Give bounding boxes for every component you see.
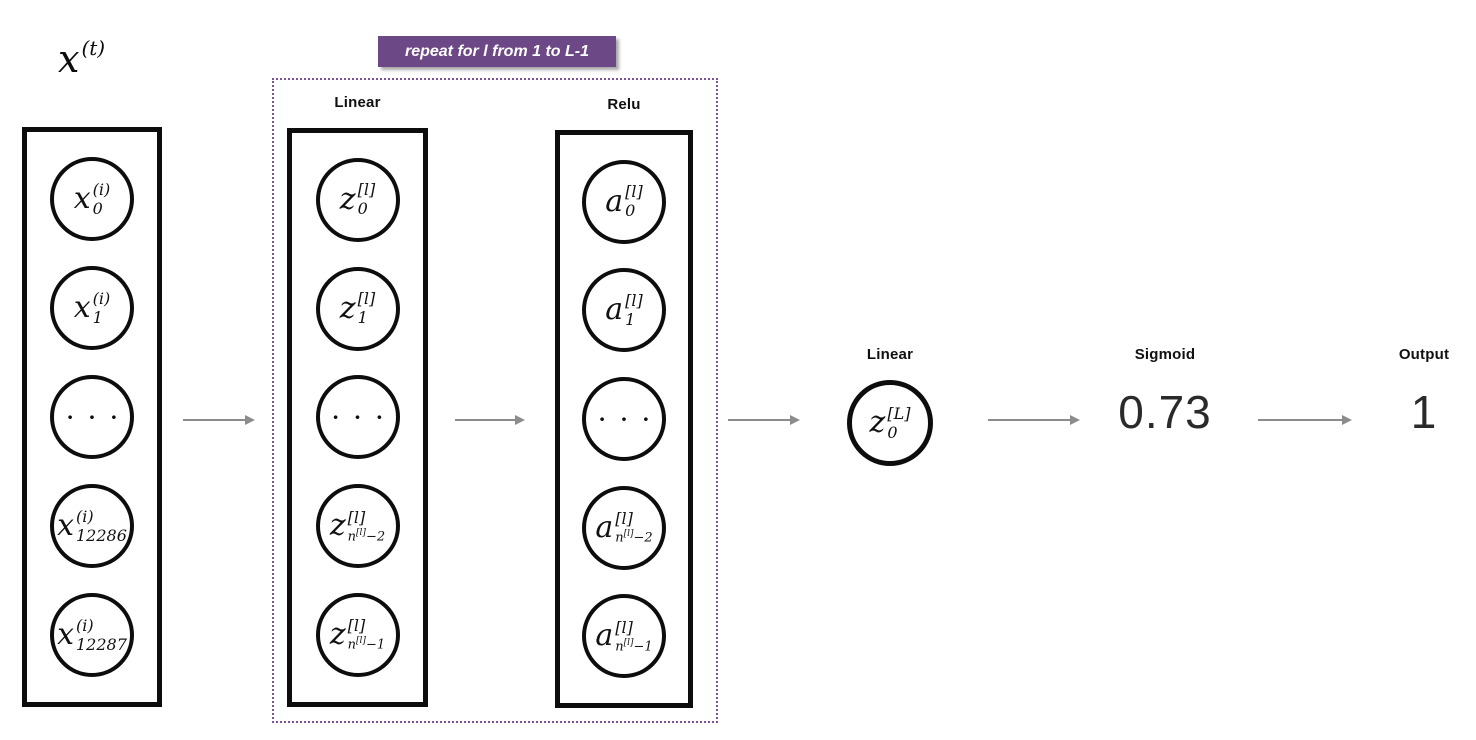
output-value: 1 bbox=[1410, 386, 1438, 438]
ellipsis-label: · · · bbox=[598, 406, 654, 431]
linear-node: z[l]1 bbox=[315, 266, 400, 351]
arrow-linear-to-relu-icon bbox=[455, 415, 525, 425]
input-node: x(i)12287 bbox=[50, 593, 134, 677]
input-node: x(i)0 bbox=[50, 157, 134, 241]
relu-node: · · · bbox=[582, 376, 666, 461]
linear-column-label: Linear bbox=[334, 94, 381, 111]
arrow-sigmoid-to-output-icon bbox=[1258, 415, 1352, 425]
sigmoid-value: 0.73 bbox=[1118, 386, 1212, 438]
relu-node: a[l]0 bbox=[582, 159, 666, 244]
math-label: z[l]n[l]−1 bbox=[329, 616, 386, 653]
sigmoid-group: Sigmoid 0.73 bbox=[1097, 346, 1233, 435]
math-label: x(i)12287 bbox=[57, 615, 127, 654]
output-label: Output bbox=[1398, 346, 1450, 363]
math-label: z[l]1 bbox=[339, 289, 376, 328]
linear-column: Linear z[l]0 z[l]1 · · · z[l]n[l]−2 z[l]n[l]… bbox=[287, 94, 428, 707]
linear-node: z[l]0 bbox=[315, 157, 400, 242]
linear-column-box: z[l]0 z[l]1 · · · z[l]n[l]−2 z[l]n[l]−1 bbox=[287, 128, 428, 707]
repeat-banner: repeat for l from 1 to L-1 bbox=[378, 36, 616, 67]
arrow-input-to-repeat-icon bbox=[183, 415, 255, 425]
relu-column-label: Relu bbox=[607, 96, 641, 113]
math-label: x(i)0 bbox=[73, 179, 111, 218]
input-column: x(i)0 x(i)1 · · · x(i)12286 x(i)12287 bbox=[22, 127, 162, 707]
ellipsis-label: · · · bbox=[332, 405, 387, 430]
math-label: a[l]1 bbox=[605, 290, 643, 329]
arrow-repeat-to-final-linear-icon bbox=[728, 415, 800, 425]
final-linear-label: Linear bbox=[866, 346, 914, 363]
math-label: z[l]0 bbox=[339, 180, 376, 219]
math-label: a[l]0 bbox=[605, 182, 643, 221]
math-label: a[l]n[l]−2 bbox=[595, 508, 653, 546]
relu-node: a[l]1 bbox=[582, 268, 666, 353]
repeat-region bbox=[272, 78, 718, 723]
linear-node: z[l]n[l]−2 bbox=[315, 484, 400, 569]
input-node: · · · bbox=[50, 375, 134, 459]
relu-column-box: a[l]0 a[l]1 · · · a[l]n[l]−2 a[l]n[l]−1 bbox=[555, 130, 693, 708]
final-linear-group: Linear z[L]0 bbox=[847, 346, 933, 466]
relu-node: a[l]n[l]−1 bbox=[582, 594, 666, 679]
relu-column: Relu a[l]0 a[l]1 · · · a[l]n[l]−2 a[l]n[l]−1 bbox=[555, 96, 693, 708]
ellipsis-label: · · · bbox=[66, 405, 122, 429]
math-label: z[l]n[l]−2 bbox=[329, 507, 386, 544]
sigmoid-label: Sigmoid bbox=[1134, 346, 1196, 363]
input-node: x(i)1 bbox=[50, 266, 134, 350]
math-label: z[L]0 bbox=[869, 403, 911, 442]
linear-node: z[l]n[l]−1 bbox=[315, 593, 400, 678]
arrow-linear-to-sigmoid-icon bbox=[988, 415, 1080, 425]
input-column-box: x(i)0 x(i)1 · · · x(i)12286 x(i)12287 bbox=[22, 127, 162, 707]
math-label: a[l]n[l]−1 bbox=[595, 617, 653, 654]
linear-node: · · · bbox=[315, 375, 400, 460]
input-node: x(i)12286 bbox=[50, 484, 134, 568]
relu-node: a[l]n[l]−2 bbox=[582, 485, 666, 570]
final-linear-node: z[L]0 bbox=[847, 380, 933, 466]
output-group: Output 1 bbox=[1374, 346, 1474, 435]
math-label: x(i)12286 bbox=[57, 506, 127, 545]
input-vector-label: x(t) bbox=[58, 36, 106, 81]
math-label: x(i)1 bbox=[73, 288, 111, 327]
